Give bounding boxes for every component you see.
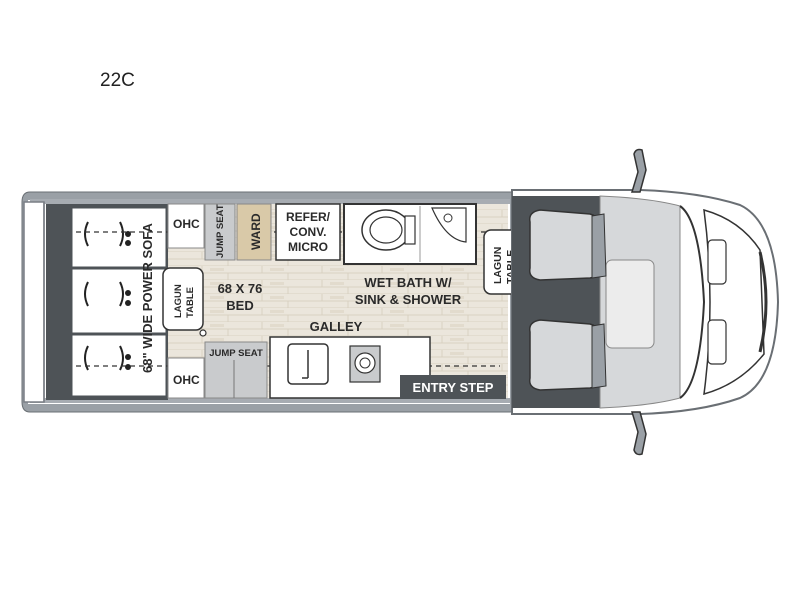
lagun-right-line1: LAGUN bbox=[492, 247, 504, 284]
jump-seat-bottom: JUMP SEAT bbox=[204, 341, 268, 399]
wetbath-label-line1: WET BATH W/ bbox=[364, 275, 452, 290]
jump-seat-bottom-label: JUMP SEAT bbox=[209, 348, 263, 359]
ohc-bottom: OHC bbox=[167, 357, 205, 399]
lagun-left-line2: TABLE bbox=[185, 287, 196, 318]
jump-seat-top-label: JUMP SEAT bbox=[215, 204, 226, 258]
driver-seat-icon bbox=[528, 209, 607, 281]
galley-sink-icon bbox=[287, 343, 329, 385]
refer-conv-micro: REFER/ CONV. MICRO bbox=[275, 203, 341, 261]
cooktop-icon bbox=[349, 345, 381, 383]
jump-seat-top: JUMP SEAT bbox=[204, 203, 236, 261]
refer-label-line1: REFER/ bbox=[286, 210, 331, 224]
ohc-top: OHC bbox=[167, 203, 205, 249]
entry-step: ENTRY STEP bbox=[400, 375, 506, 399]
ohc-bottom-label: OHC bbox=[173, 373, 200, 387]
sink-icon bbox=[431, 207, 467, 243]
ward-label: WARD bbox=[249, 213, 263, 250]
refer-label-line2: CONV. bbox=[290, 225, 327, 239]
refer-label-line3: MICRO bbox=[288, 240, 328, 254]
bed-label-line2: BED bbox=[226, 298, 253, 313]
model-name: 22C bbox=[100, 70, 135, 91]
mirror-bottom-icon bbox=[630, 411, 647, 456]
wetbath-label-line2: SINK & SHOWER bbox=[355, 292, 462, 307]
mirror-top-icon bbox=[630, 148, 647, 193]
lagun-table-left: LAGUN TABLE bbox=[162, 267, 207, 337]
power-sofa: 68" WIDE POWER SOFA bbox=[68, 204, 168, 400]
galley-counter bbox=[269, 336, 431, 399]
wet-bath bbox=[343, 203, 477, 265]
wardrobe: WARD bbox=[236, 203, 272, 261]
toilet-icon bbox=[361, 209, 416, 251]
galley-label: GALLEY bbox=[310, 319, 363, 334]
ohc-top-label: OHC bbox=[173, 217, 200, 231]
lagun-left-line1: LAGUN bbox=[173, 284, 184, 318]
sofa-label: 68" WIDE POWER SOFA bbox=[140, 222, 155, 373]
bed-label-line1: 68 X 76 bbox=[218, 281, 263, 296]
entry-step-label: ENTRY STEP bbox=[413, 380, 494, 395]
passenger-seat-icon bbox=[528, 319, 607, 391]
rear-doors bbox=[23, 201, 68, 403]
